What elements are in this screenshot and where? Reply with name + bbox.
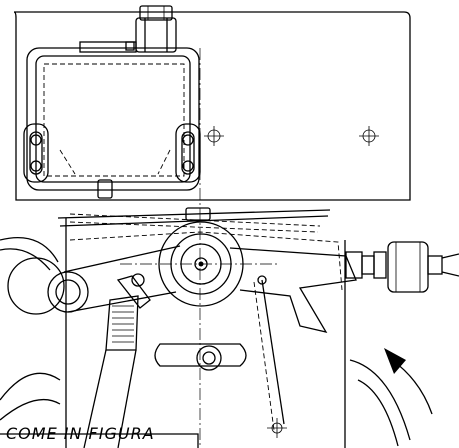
note-leader [0, 433, 199, 448]
actuator-bar [57, 207, 331, 233]
machine-body [0, 218, 411, 448]
switch-housing [23, 5, 201, 199]
note-label: COME IN FIGURA [6, 424, 155, 443]
right-connector [345, 241, 459, 293]
mounting-plate [13, 11, 411, 201]
rotation-arrow [384, 348, 433, 415]
